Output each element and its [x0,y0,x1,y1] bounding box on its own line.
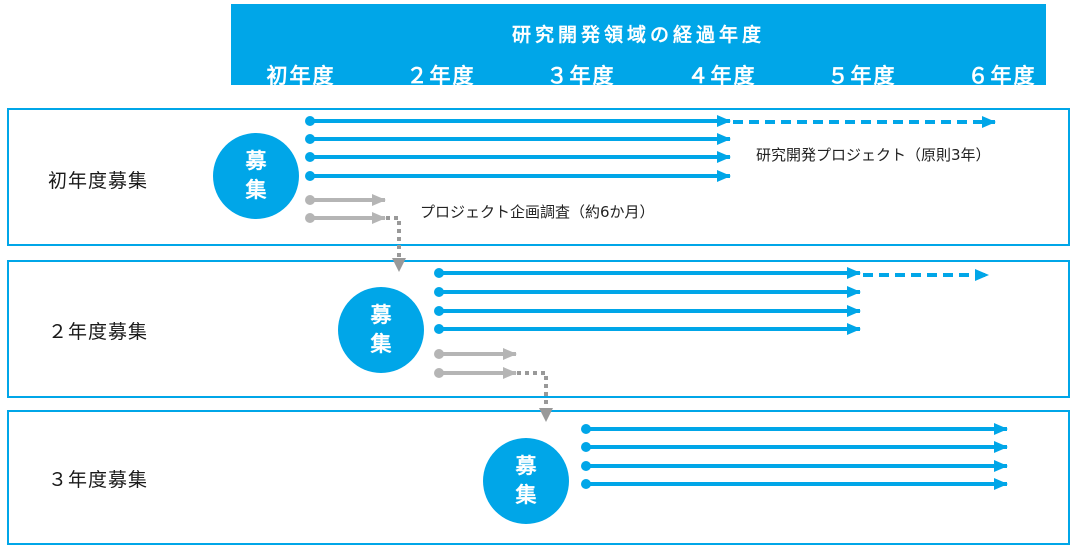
year-5: ５年度 [827,64,897,88]
arrow-down-icon [539,408,553,422]
year-3: ３年度 [546,64,616,88]
year-4: ４年度 [687,64,757,88]
bubble-char-2: 集 [245,178,267,202]
year-6: ６年度 [967,64,1037,88]
bubble-char-2: 集 [515,483,537,507]
project-arrows-row-1 [305,115,996,182]
project-arrows-row-3 [581,423,1008,490]
header-title: 研究開発領域の経過年度 [511,24,765,46]
bubble-char-2: 集 [370,332,392,356]
row-label-2: ２年度募集 [48,321,149,343]
survey-arrows-row-1 [305,194,406,272]
row-label-3: ３年度募集 [48,469,149,491]
recruitment-bubble-row-1: 募 集 [213,133,299,219]
planning-survey-note: プロジェクト企画調査（約6か月） [420,203,655,221]
bubble-char-1: 募 [370,303,392,327]
year-1: 初年度 [266,64,336,88]
recruitment-bubble-row-2: 募 集 [338,287,424,373]
row-label-1: 初年度募集 [48,170,149,192]
recruitment-bubble-row-3: 募 集 [483,438,569,524]
arrow-down-icon [392,258,406,272]
bubble-char-1: 募 [245,149,267,173]
timeline-header: 研究開発領域の経過年度 初年度 ２年度 ３年度 ４年度 ５年度 ６年度 [231,4,1046,88]
rd-project-note: 研究開発プロジェクト（原則3年） [756,146,991,164]
bubble-char-1: 募 [515,454,537,478]
project-arrows-row-2 [434,267,989,335]
year-2: ２年度 [406,64,476,88]
dotted-connector [517,371,548,412]
survey-arrows-row-2 [434,348,553,422]
dotted-connector [386,216,401,262]
